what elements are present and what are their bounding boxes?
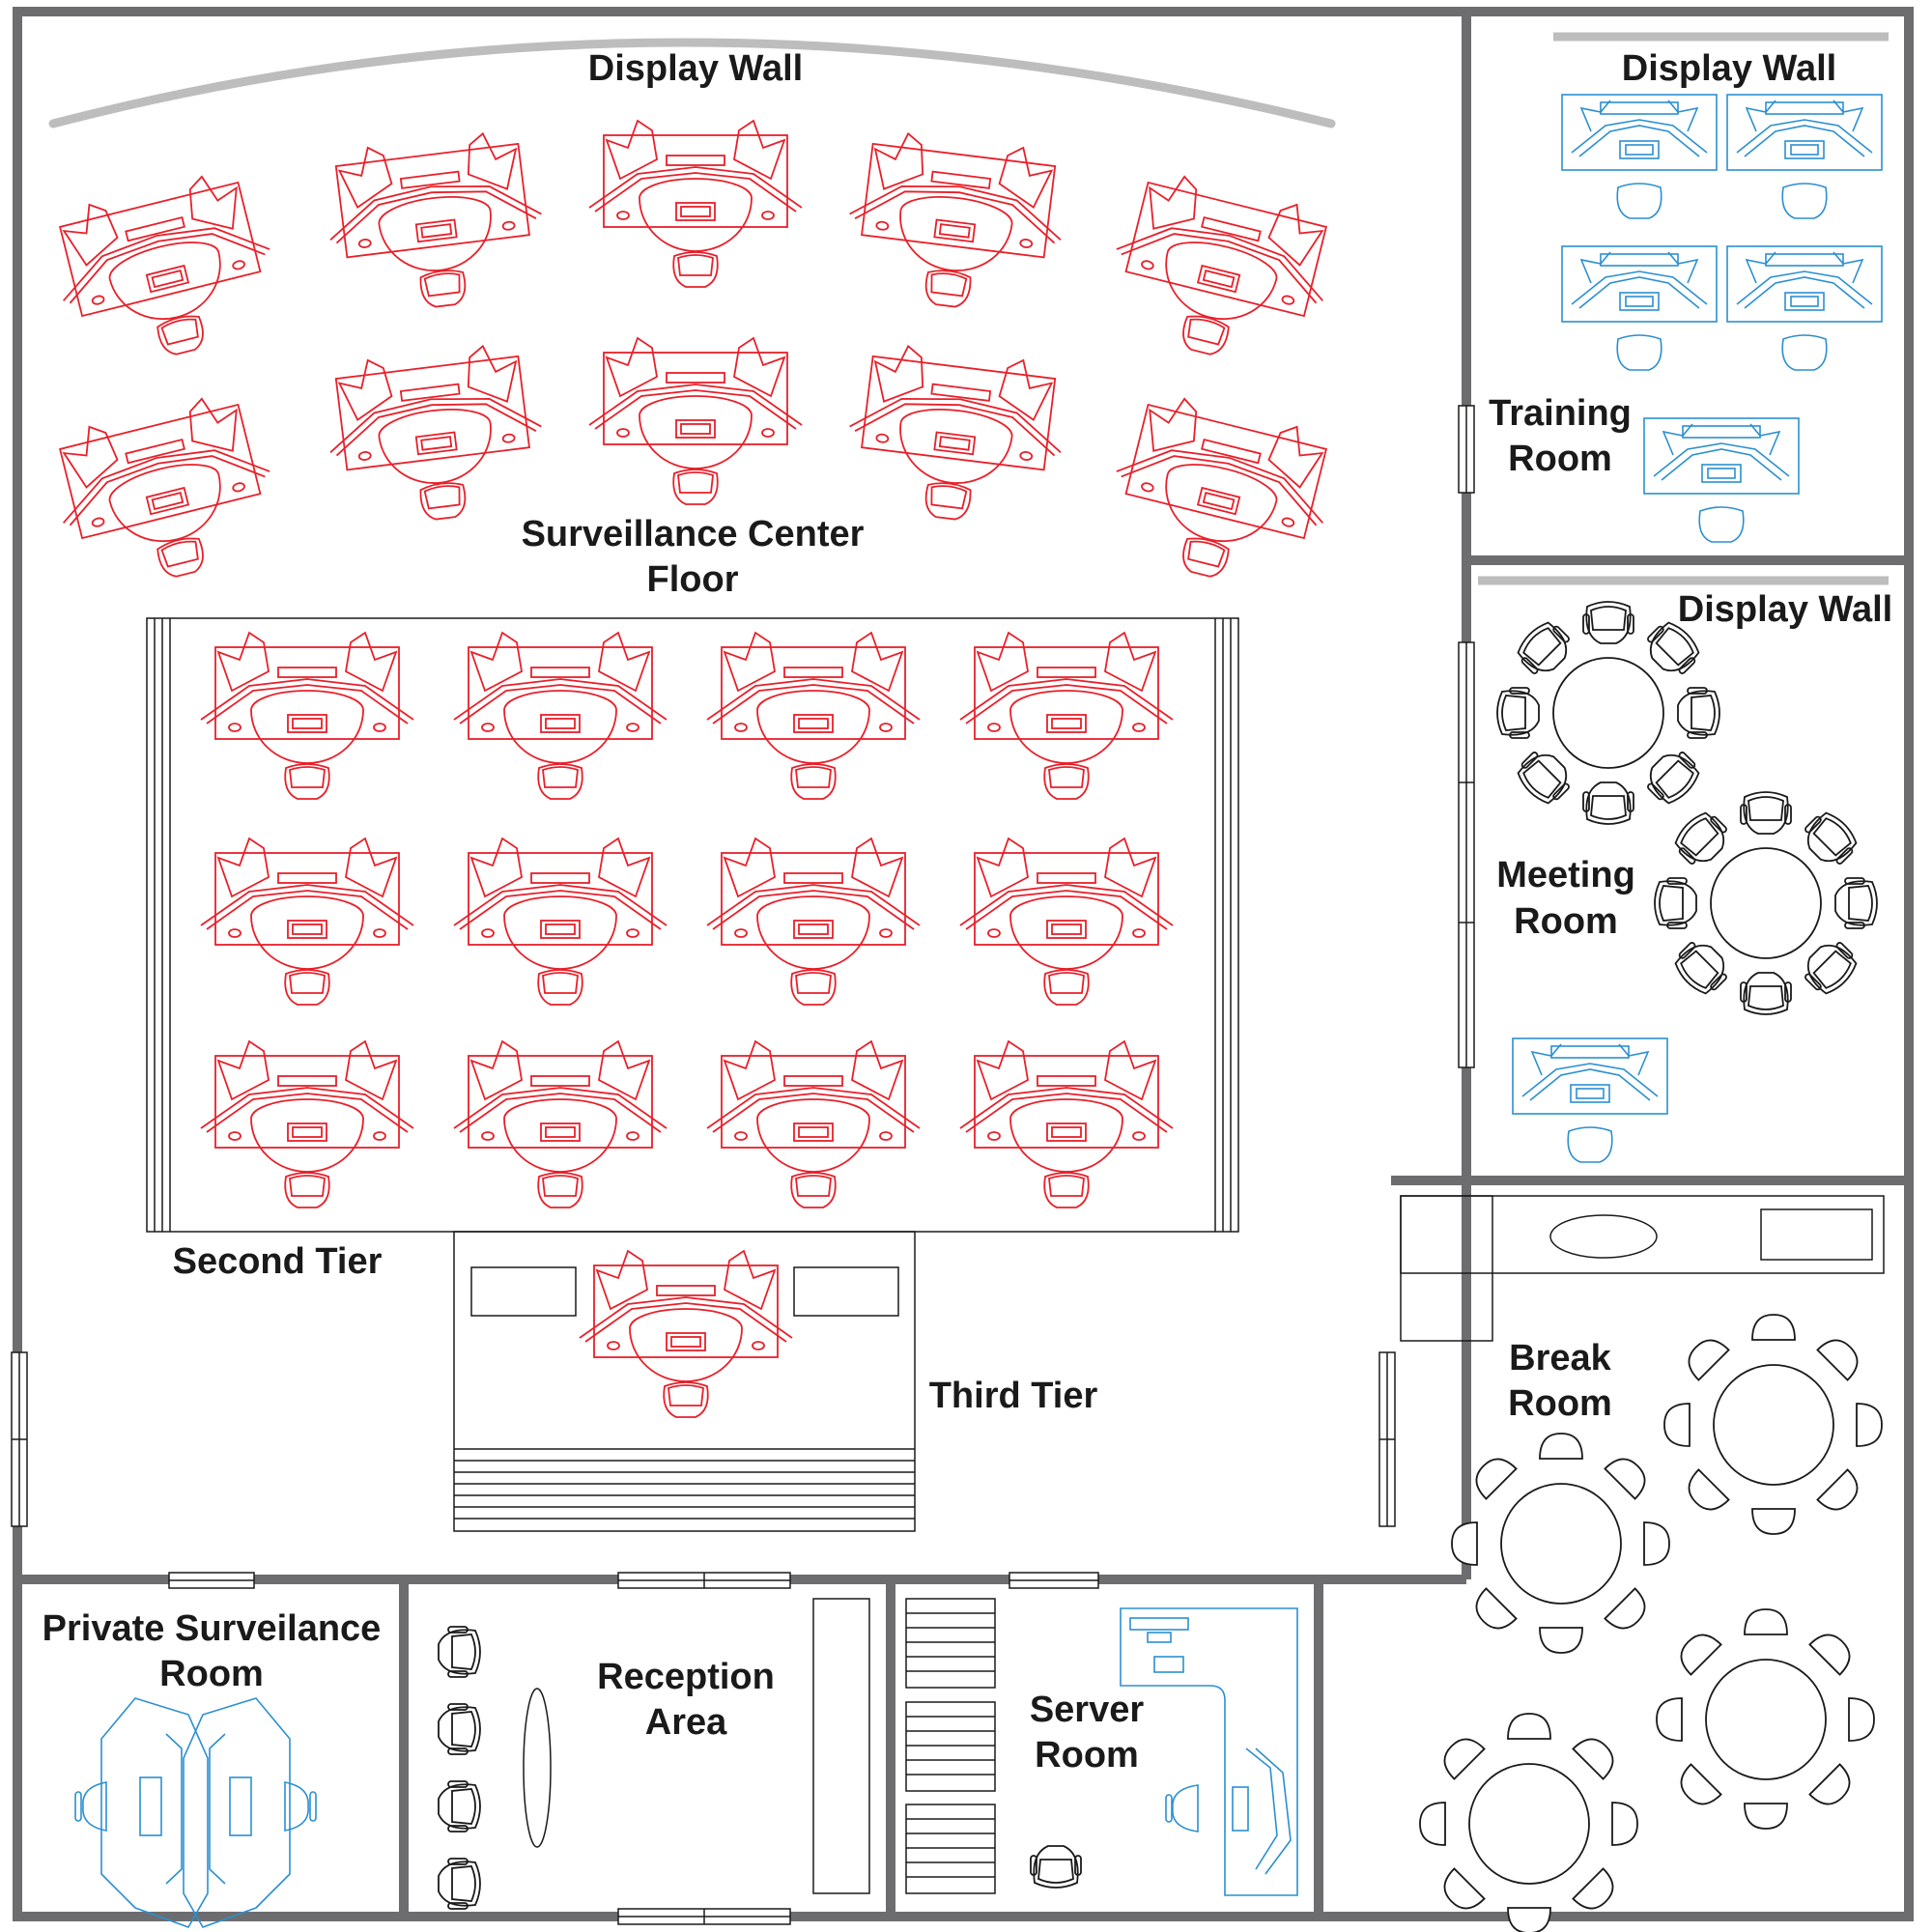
operator-console xyxy=(588,337,803,505)
meeting-console xyxy=(1512,1037,1668,1163)
training-console xyxy=(1643,417,1800,543)
operator-console xyxy=(319,339,553,532)
server-room-label-line1: Server xyxy=(1030,1690,1145,1730)
server-room-console xyxy=(1120,1607,1298,1896)
meeting-room-label-line2: Room xyxy=(1514,901,1618,942)
operator-console xyxy=(838,127,1072,320)
operator-console xyxy=(838,339,1072,532)
operator-console xyxy=(200,838,414,1006)
break-table-1 xyxy=(1663,1314,1883,1535)
operator-console xyxy=(959,632,1174,800)
operator-console xyxy=(1096,385,1345,601)
operator-console xyxy=(200,632,414,800)
server-room-chair xyxy=(1030,1845,1082,1889)
break-table-3 xyxy=(1656,1608,1875,1830)
break-table-2 xyxy=(1451,1433,1670,1654)
meeting-table-2 xyxy=(1654,791,1878,1015)
break-table-4 xyxy=(1419,1713,1638,1932)
surveillance-floor-label-line1: Surveillance Center xyxy=(522,514,865,554)
meeting-table-1 xyxy=(1496,601,1720,825)
display-wall-training-label: Display Wall xyxy=(1622,48,1836,89)
third-tier-label: Third Tier xyxy=(929,1376,1098,1416)
operator-console xyxy=(706,838,921,1006)
reception-furniture xyxy=(438,1598,870,1910)
operator-console xyxy=(42,163,290,379)
private-room-label-line2: Room xyxy=(159,1654,264,1694)
private-room-label-line1: Private Surveilance xyxy=(43,1608,382,1649)
second-tier-label: Second Tier xyxy=(173,1241,383,1282)
break-room-label-line2: Room xyxy=(1508,1383,1612,1424)
operator-console xyxy=(200,1040,414,1208)
server-racks xyxy=(905,1598,996,1894)
training-room-label-line1: Training xyxy=(1489,393,1632,434)
walls xyxy=(13,7,1914,1921)
private-room-consoles xyxy=(74,1697,317,1928)
break-room-counter xyxy=(1400,1195,1885,1342)
operator-console xyxy=(706,632,921,800)
training-console xyxy=(1726,94,1883,219)
break-room-label-line1: Break xyxy=(1509,1338,1611,1378)
training-room-label-line2: Room xyxy=(1508,439,1612,479)
operator-console xyxy=(319,127,553,320)
display-wall-main xyxy=(48,38,1336,128)
room-labels: Display Wall Display Wall Display Wall S… xyxy=(43,48,1893,1776)
server-room-label-line2: Room xyxy=(1035,1735,1139,1776)
training-console xyxy=(1726,245,1883,371)
training-console xyxy=(1561,245,1718,371)
reception-label-line2: Area xyxy=(645,1702,727,1743)
operator-console xyxy=(453,632,668,800)
operator-console xyxy=(1096,163,1345,379)
operator-console xyxy=(453,838,668,1006)
operator-console xyxy=(959,838,1174,1006)
operator-console xyxy=(959,1040,1174,1208)
training-console xyxy=(1561,94,1718,219)
second-tier-consoles xyxy=(200,632,1174,1208)
operator-console xyxy=(42,385,290,601)
operator-console xyxy=(453,1040,668,1208)
reception-label-line1: Reception xyxy=(597,1657,775,1697)
operator-console xyxy=(588,120,803,288)
display-wall-main-label: Display Wall xyxy=(588,48,803,89)
supervisor-console xyxy=(579,1250,793,1418)
display-wall-meeting-label: Display Wall xyxy=(1678,589,1892,630)
doors-windows xyxy=(11,405,1475,1925)
operator-console xyxy=(706,1040,921,1208)
surveillance-floor-label-line2: Floor xyxy=(647,559,739,600)
third-tier-platform xyxy=(453,1231,916,1532)
meeting-room-label-line1: Meeting xyxy=(1496,855,1635,895)
